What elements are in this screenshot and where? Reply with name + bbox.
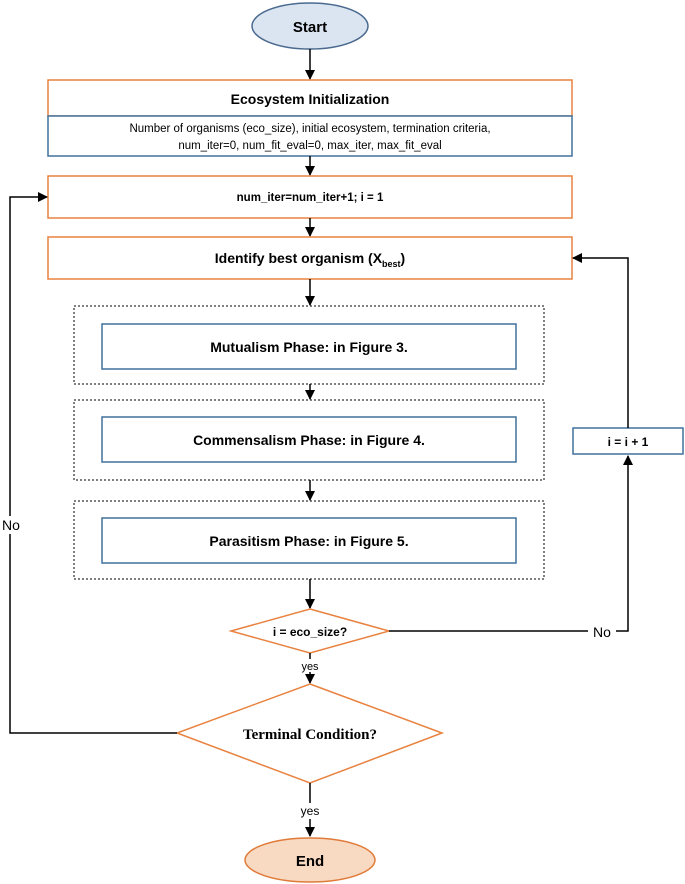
edge-eco-yes-label: yes [301, 661, 319, 673]
mutualism-label: Mutualism Phase: in Figure 3. [210, 339, 408, 355]
identify-subscript: best [382, 259, 401, 269]
commensalism-outer [73, 399, 545, 481]
edge-terminal-no [9, 192, 177, 734]
end-ellipse [244, 837, 376, 883]
iter-update-rect [47, 175, 573, 219]
edge-eco-no-label-bg [588, 623, 616, 639]
start-label: Start [293, 19, 327, 36]
edge-eco-no-label: No [593, 624, 611, 640]
iter-update-box: num_iter=num_iter+1; i = 1 [47, 175, 573, 219]
identify-label: Identify best organism (Xbest) [215, 250, 405, 269]
edge-terminal-yes-label: yes [301, 804, 320, 818]
edge-terminal-no-label: No [2, 517, 20, 533]
commensalism-phase: Commensalism Phase: in Figure 4. [73, 399, 545, 481]
mutualism-phase: Mutualism Phase: in Figure 3. [73, 305, 545, 385]
parasitism-inner [101, 517, 517, 564]
parasitism-label: Parasitism Phase: in Figure 5. [209, 533, 408, 549]
identify-rect [47, 236, 573, 280]
edge-increment-to-identify [572, 253, 629, 428]
identify-suffix: ) [401, 250, 406, 266]
init-line-2: num_iter=0, num_fit_eval=0, max_iter, ma… [178, 140, 441, 152]
iter-update-label: num_iter=num_iter+1; i = 1 [237, 192, 384, 204]
edge-terminal-yes-label-bg [296, 803, 324, 819]
init-title: Ecosystem Initialization [231, 91, 390, 107]
parasitism-phase: Parasitism Phase: in Figure 5. [73, 500, 545, 580]
i-increment-box: i = i + 1 [572, 427, 684, 455]
commensalism-label: Commensalism Phase: in Figure 4. [193, 432, 425, 448]
edge-eco-no [389, 455, 633, 632]
edge-eco-yes-label-bg [298, 659, 322, 672]
end-node: End [244, 837, 376, 883]
end-label: End [296, 853, 324, 870]
decision-terminal-label: Terminal Condition? [243, 727, 377, 743]
identify-box: Identify best organism (Xbest) [47, 236, 573, 280]
parasitism-outer [73, 500, 545, 580]
i-increment-label: i = i + 1 [608, 435, 649, 449]
i-increment-rect [572, 427, 684, 455]
decision-eco-label: i = eco_size? [273, 625, 347, 639]
init-line-1: Number of organisms (eco_size), initial … [129, 123, 490, 135]
start-node: Start [251, 2, 369, 50]
commensalism-inner [101, 416, 517, 463]
mutualism-inner [101, 323, 517, 370]
init-box: Ecosystem Initialization Number of organ… [47, 79, 573, 157]
decision-terminal: Terminal Condition? [174, 683, 445, 784]
mutualism-outer [73, 305, 545, 385]
identify-prefix: Identify best organism (X [215, 250, 383, 266]
decision-eco-size: i = eco_size? [228, 608, 392, 654]
edge-terminal-no-label-bg [0, 516, 24, 534]
init-header [47, 79, 573, 117]
